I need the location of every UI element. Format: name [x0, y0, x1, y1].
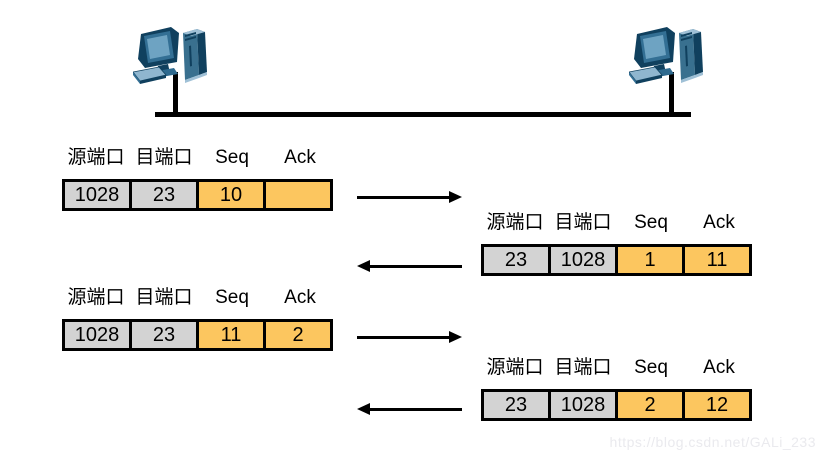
col-header-source-port: 源端口: [67, 287, 125, 308]
col-header-ack: Ack: [284, 287, 316, 308]
arrow-right-2: [357, 331, 462, 343]
desktop-computer-icon: [629, 27, 703, 84]
cell-source-port: 1028: [62, 179, 132, 211]
arrow-right-1: [357, 191, 462, 203]
cell-dest-port: 23: [129, 319, 199, 351]
col-header-source-port: 源端口: [486, 212, 544, 233]
arrow-left-2: [357, 403, 462, 415]
cell-dest-port: 23: [129, 179, 199, 211]
cell-source-port: 23: [481, 389, 551, 421]
desktop-computer-icon: [133, 27, 207, 84]
left-host-drop-line: [173, 72, 178, 117]
packet-3-cells: 1028 23 11 2: [62, 319, 334, 351]
packet-1-header-row: 源端口 目端口 Seq Ack: [62, 147, 334, 169]
packet-3-header-row: 源端口 目端口 Seq Ack: [62, 287, 334, 309]
col-header-dest-port: 目端口: [135, 147, 193, 168]
col-header-dest-port: 目端口: [135, 287, 193, 308]
packet-2-header-row: 源端口 目端口 Seq Ack: [481, 212, 753, 234]
col-header-dest-port: 目端口: [554, 357, 612, 378]
packet-4-cells: 23 1028 2 12: [481, 389, 753, 421]
col-header-source-port: 源端口: [67, 147, 125, 168]
arrow-left-1: [357, 260, 462, 272]
col-header-dest-port: 目端口: [554, 212, 612, 233]
col-header-ack: Ack: [703, 357, 735, 378]
watermark-text: https://blog.csdn.net/GALi_233: [609, 434, 816, 450]
col-header-ack: Ack: [703, 212, 735, 233]
packet-3: 源端口 目端口 Seq Ack 1028 23 11 2: [62, 287, 334, 351]
col-header-source-port: 源端口: [486, 357, 544, 378]
col-header-seq: Seq: [215, 147, 249, 168]
cell-dest-port: 1028: [548, 244, 618, 276]
cell-ack: 11: [682, 244, 752, 276]
col-header-seq: Seq: [634, 357, 668, 378]
packet-2: 源端口 目端口 Seq Ack 23 1028 1 11: [481, 212, 753, 276]
cell-ack: [263, 179, 333, 211]
cell-dest-port: 1028: [548, 389, 618, 421]
cell-seq: 1: [615, 244, 685, 276]
cell-seq: 11: [196, 319, 266, 351]
col-header-seq: Seq: [215, 287, 249, 308]
col-header-ack: Ack: [284, 147, 316, 168]
network-bus-line: [155, 112, 691, 117]
cell-source-port: 23: [481, 244, 551, 276]
packet-2-cells: 23 1028 1 11: [481, 244, 753, 276]
cell-source-port: 1028: [62, 319, 132, 351]
packet-4-header-row: 源端口 目端口 Seq Ack: [481, 357, 753, 379]
right-host-drop-line: [669, 72, 674, 117]
cell-seq: 10: [196, 179, 266, 211]
packet-4: 源端口 目端口 Seq Ack 23 1028 2 12: [481, 357, 753, 421]
cell-seq: 2: [615, 389, 685, 421]
col-header-seq: Seq: [634, 212, 668, 233]
packet-1: 源端口 目端口 Seq Ack 1028 23 10: [62, 147, 334, 211]
cell-ack: 12: [682, 389, 752, 421]
cell-ack: 2: [263, 319, 333, 351]
packet-1-cells: 1028 23 10: [62, 179, 334, 211]
